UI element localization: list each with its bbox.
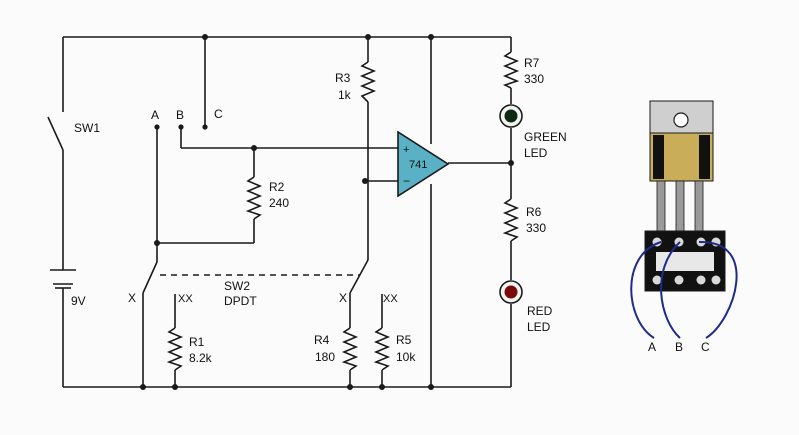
- r2-name: R2: [269, 180, 285, 194]
- opamp-label: 741: [409, 159, 427, 171]
- pin-b-label: B: [675, 340, 683, 354]
- resistor-r3: R3 1k: [335, 61, 377, 103]
- opamp-minus-sign: −: [403, 174, 410, 188]
- resistor-r7: R7 330: [502, 51, 544, 89]
- contact-x-left: X: [128, 291, 136, 305]
- r4-name: R4: [314, 333, 330, 347]
- pin-a-label: A: [648, 340, 656, 354]
- r5-name: R5: [396, 333, 412, 347]
- sw2-label-1: SW2: [224, 279, 250, 293]
- resistor-r4: R4 180: [314, 327, 359, 371]
- resistor-r1: R1 8.2k: [166, 327, 213, 371]
- r1-name: R1: [189, 335, 205, 349]
- red-led-label-1: RED: [527, 304, 553, 318]
- resistor-r5: R5 10k: [373, 327, 416, 371]
- battery-label: 9V: [71, 294, 86, 308]
- r6-value: 330: [526, 221, 546, 235]
- green-led-label-2: LED: [524, 146, 548, 160]
- contact-xx-right: XX: [383, 293, 398, 305]
- junction-dots: [140, 34, 514, 390]
- sw1-label: SW1: [74, 121, 100, 135]
- component-package-view: A B C: [630, 100, 738, 354]
- red-led-label-2: LED: [527, 320, 551, 334]
- sw2-dpdt-switch: SW2 DPDT X XX X XX: [128, 259, 398, 308]
- r6-name: R6: [526, 205, 542, 219]
- green-led: GREEN LED: [499, 104, 567, 160]
- contact-x-right: X: [339, 291, 347, 305]
- resistor-r2: R2 240: [245, 176, 289, 220]
- terminal-b-label: B: [176, 108, 184, 122]
- pin-c-label: C: [701, 340, 710, 354]
- contact-xx-left: XX: [178, 293, 193, 305]
- green-led-label-1: GREEN: [524, 130, 567, 144]
- terminal-a-label: A: [151, 108, 159, 122]
- resistor-r6: R6 330: [502, 198, 546, 242]
- r1-value: 8.2k: [189, 351, 213, 365]
- opamp-741: + − 741: [397, 130, 450, 198]
- r7-name: R7: [524, 56, 540, 70]
- r5-value: 10k: [396, 350, 416, 364]
- r2-value: 240: [269, 196, 289, 210]
- r4-value: 180: [315, 350, 335, 364]
- r3-name: R3: [335, 71, 351, 85]
- opamp-plus-sign: +: [403, 144, 409, 156]
- sw1-switch: SW1: [47, 116, 100, 151]
- terminal-c-label: C: [214, 107, 223, 121]
- r3-value: 1k: [338, 88, 352, 102]
- battery-symbol: 9V: [50, 269, 86, 308]
- red-led: RED LED: [499, 280, 553, 334]
- wires: [62, 36, 512, 388]
- r7-value: 330: [524, 72, 544, 86]
- terminal-labels: A B C: [151, 107, 223, 122]
- sw2-label-2: DPDT: [224, 294, 257, 308]
